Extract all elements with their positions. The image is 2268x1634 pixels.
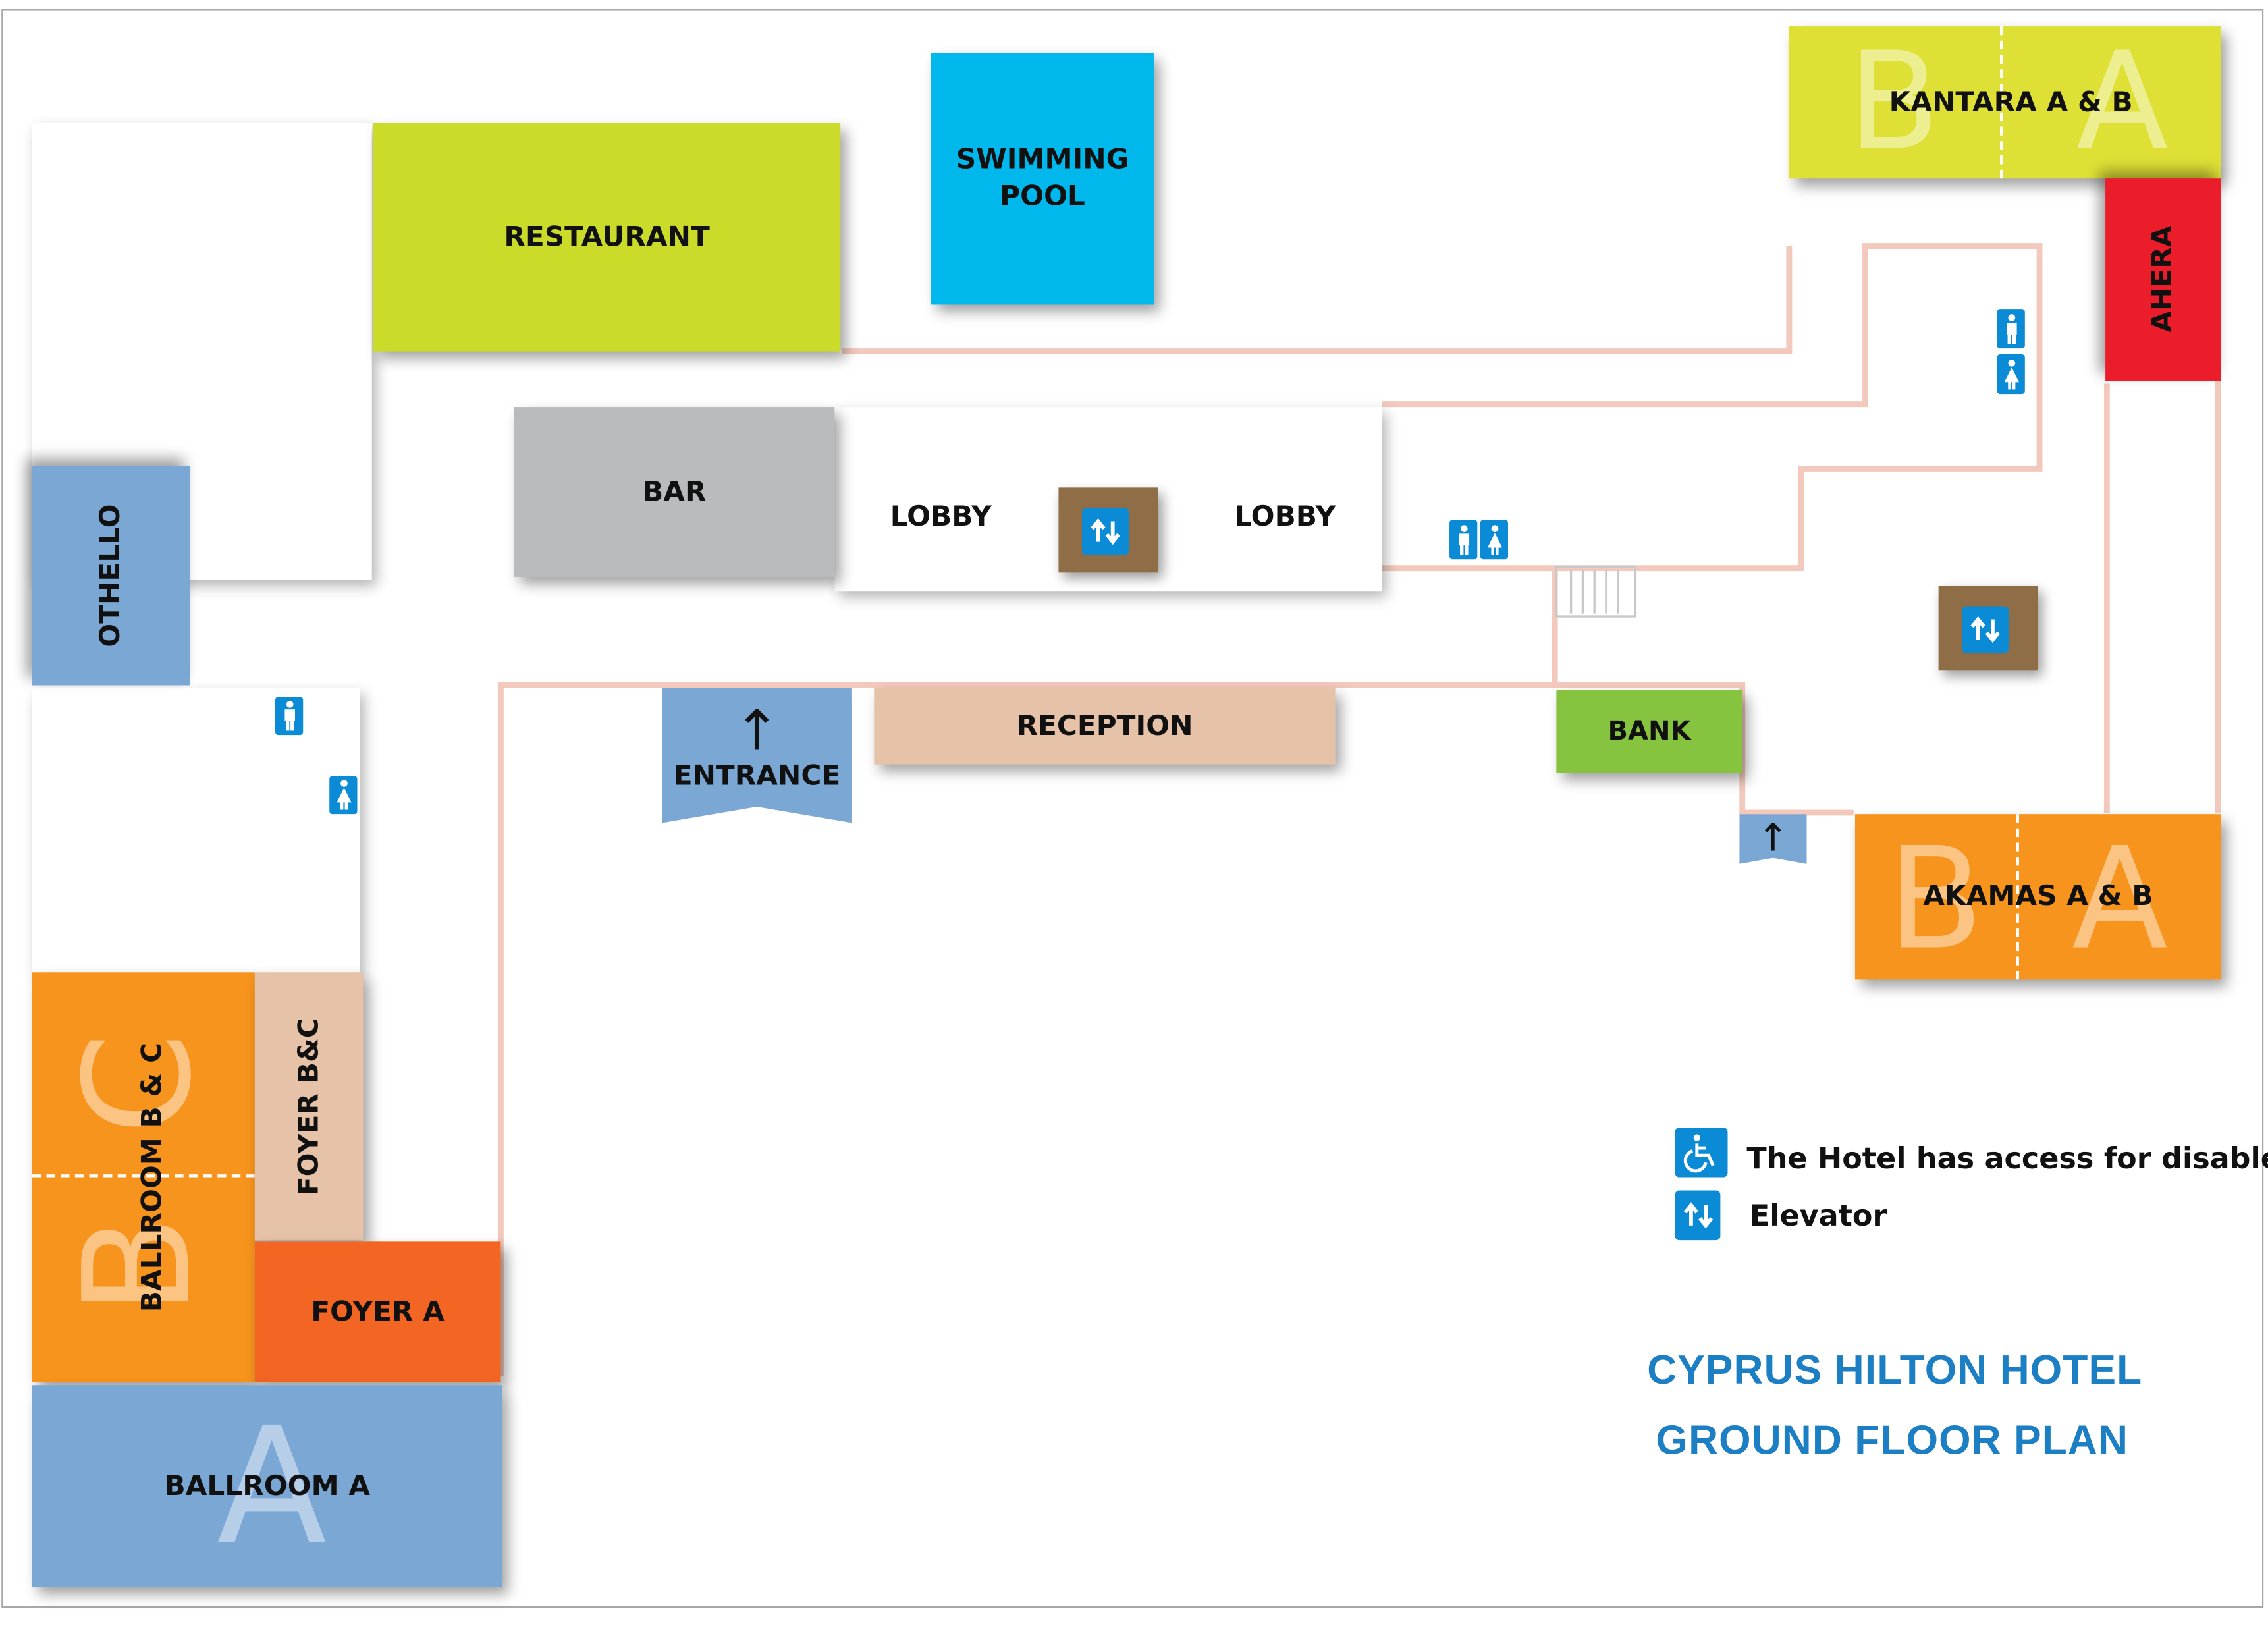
kantara-label: KANTARA A & B	[1889, 86, 2133, 118]
reception-desk[interactable]: RECEPTION	[874, 688, 1336, 765]
elevator-icon	[1962, 606, 2009, 653]
wheelchair-icon	[1675, 1127, 1728, 1178]
bank-label: BANK	[1607, 716, 1691, 747]
foyer-bc-label: FOYER B&C	[292, 1017, 325, 1195]
male-restroom-icon	[1997, 309, 2025, 349]
restroom-area	[32, 688, 360, 974]
lobby-label-right: LOBBY	[1234, 501, 1336, 533]
side-exit[interactable]: ↑	[1739, 814, 1807, 864]
plan-border	[1, 9, 2264, 1608]
foyer-bc[interactable]: FOYER B&C	[254, 972, 364, 1241]
male-restroom-icon	[1449, 520, 1478, 560]
legend-accessible-text: The Hotel has access for disabled	[1746, 1140, 2268, 1176]
bar-label: BAR	[642, 475, 707, 508]
entrance-label: ENTRANCE	[673, 759, 841, 792]
ballroom-bc[interactable]: C B BALLROOM B & C	[32, 972, 255, 1382]
male-restroom-icon	[275, 697, 304, 736]
elevator-icon	[1675, 1190, 1721, 1241]
legend-elevator-text: Elevator	[1749, 1197, 1887, 1234]
stairs-icon	[1555, 565, 1637, 618]
foyer-a[interactable]: FOYER A	[254, 1241, 501, 1382]
ballroom-bc-label: BALLROOM B & C	[135, 1042, 168, 1313]
restaurant-room[interactable]: RESTAURANT	[373, 123, 841, 352]
ahera-room[interactable]: AHERA	[2105, 178, 2221, 381]
lobby-label-left: LOBBY	[890, 501, 992, 533]
entrance[interactable]: ↑ ENTRANCE	[661, 688, 852, 823]
othello-room[interactable]: OTHELLO	[32, 466, 191, 686]
female-restroom-icon	[329, 776, 358, 815]
entrance-arrow-icon: ↑	[734, 697, 780, 763]
ballroom-a-label: BALLROOM A	[164, 1469, 371, 1502]
akamas-label: AKAMAS A & B	[1923, 880, 2153, 913]
female-restroom-icon	[1997, 354, 2025, 395]
bar-room[interactable]: BAR	[514, 407, 835, 577]
swimming-pool[interactable]: SWIMMING POOL	[931, 53, 1154, 305]
plan-title-line2: GROUND FLOOR PLAN	[1656, 1417, 2129, 1463]
ahera-label: AHERA	[2146, 226, 2179, 333]
foyer-a-label: FOYER A	[311, 1295, 445, 1328]
swimming-pool-label-line1: SWIMMING	[956, 143, 1129, 176]
swimming-pool-label-line2: POOL	[1000, 180, 1085, 213]
bank[interactable]: BANK	[1556, 690, 1742, 773]
othello-label: OTHELLO	[94, 504, 127, 647]
reception-label: RECEPTION	[1016, 709, 1193, 742]
female-restroom-icon	[1480, 520, 1508, 560]
restaurant-label: RESTAURANT	[504, 220, 710, 253]
ballroom-a[interactable]: A BALLROOM A	[32, 1385, 502, 1588]
plan-title-line1: CYPRUS HILTON HOTEL	[1647, 1347, 2143, 1393]
elevator-icon	[1082, 508, 1129, 555]
side-exit-arrow-icon: ↑	[1757, 816, 1789, 861]
akamas-room[interactable]: B A AKAMAS A & B	[1854, 814, 2221, 980]
kantara-room[interactable]: B A KANTARA A & B	[1789, 26, 2221, 179]
